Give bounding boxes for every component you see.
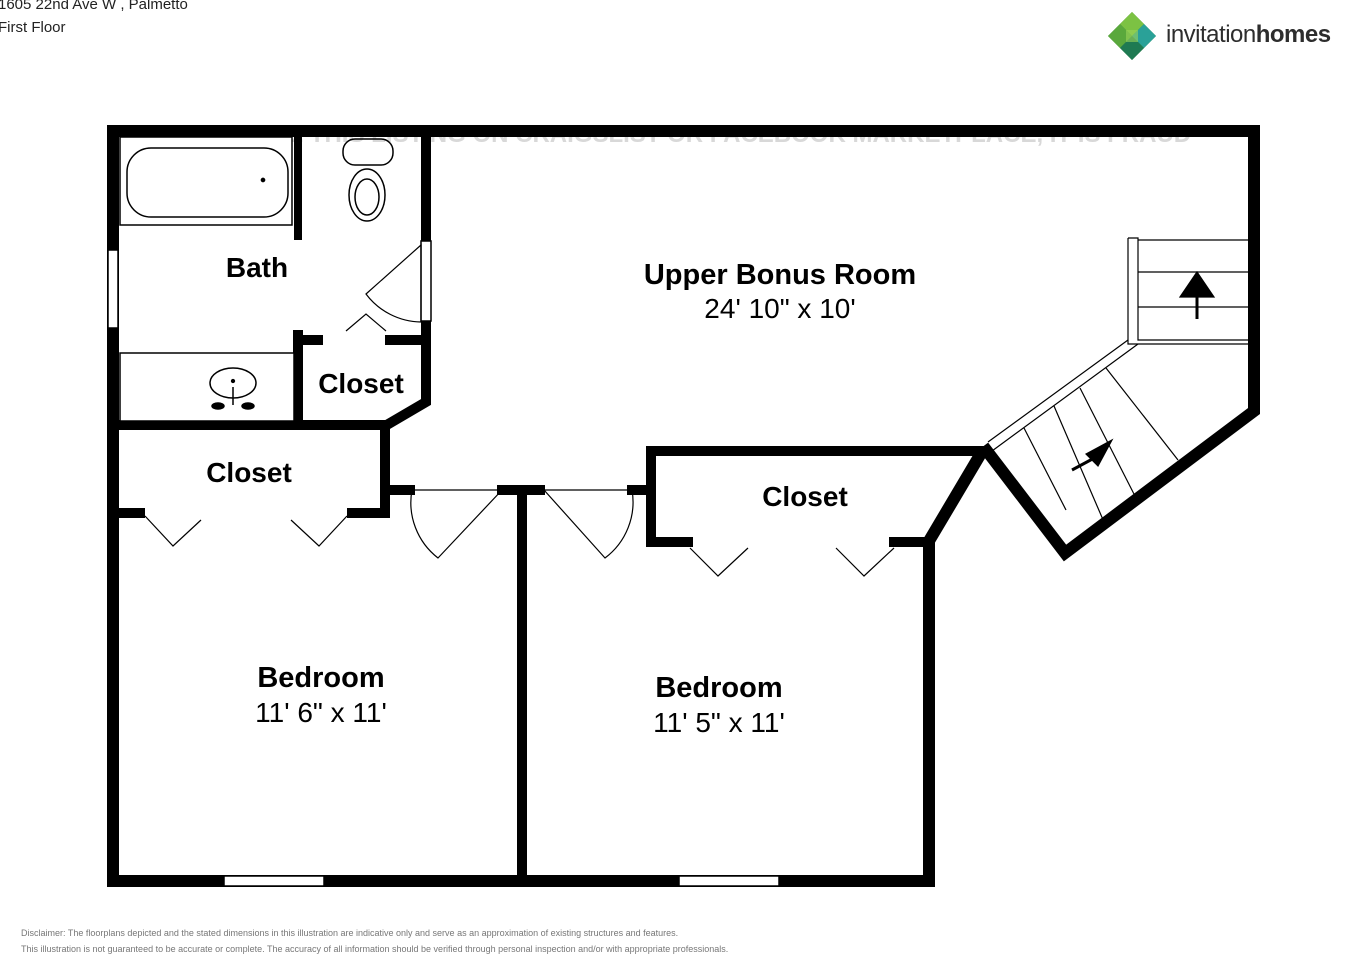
faucet-handle-icon (211, 402, 225, 410)
door-left-closet-a (144, 515, 202, 547)
floor-label: First Floor (0, 19, 66, 36)
disclaimer-line-2: This illustration is not guaranteed to b… (21, 944, 729, 954)
stair-arrow-up-icon (1178, 270, 1216, 298)
door-bath-closet (345, 313, 387, 332)
brand-name-bold: homes (1255, 21, 1331, 48)
window-bedroom1 (223, 875, 325, 887)
door-left-closet-b (290, 515, 348, 547)
room-label-bonus: Upper Bonus Room (644, 259, 916, 291)
fixtures (119, 136, 394, 422)
brand-mark-icon (1108, 12, 1156, 60)
room-label-left-closet: Closet (206, 457, 292, 488)
stair-arrow-diagonal-icon (1085, 438, 1114, 467)
window-bath (107, 249, 119, 329)
room-label-bedroom1: Bedroom (257, 662, 384, 694)
room-dims-bedroom1: 11' 6" x 11' (255, 697, 387, 728)
walls (107, 125, 1260, 887)
vanity-outline (119, 352, 295, 422)
brand-logo: invitationhomes (1104, 10, 1354, 64)
door-right-closet-b (835, 547, 895, 577)
disclaimer-line-1: Disclaimer: The floorplans depicted and … (21, 928, 679, 938)
toilet-tank-icon (342, 138, 394, 166)
window-bedroom2 (678, 875, 780, 887)
door-bedroom2 (542, 489, 634, 559)
door-bath-swing (365, 243, 422, 323)
stairs (987, 237, 1248, 523)
room-label-bedroom2: Bedroom (655, 672, 782, 704)
room-dims-bonus: 24' 10" x 10' (704, 293, 855, 324)
door-right-closet-a (689, 547, 749, 577)
windows (107, 240, 780, 887)
doors (144, 243, 895, 577)
property-address: 1605 22nd Ave W , Palmetto (0, 0, 188, 13)
bathtub-outline (119, 136, 293, 226)
room-label-right-closet: Closet (762, 481, 848, 512)
room-label-bath-closet: Closet (318, 368, 404, 399)
window-bath-closet (420, 240, 432, 322)
toilet-bowl-icon (348, 168, 386, 222)
brand-name-light: invitation (1166, 21, 1256, 48)
room-label-bath: Bath (226, 252, 288, 283)
door-bedroom1 (410, 489, 504, 559)
bathtub-icon (126, 147, 289, 218)
room-dims-bedroom2: 11' 5" x 11' (653, 707, 785, 738)
brand-name: invitationhomes (1166, 21, 1331, 49)
